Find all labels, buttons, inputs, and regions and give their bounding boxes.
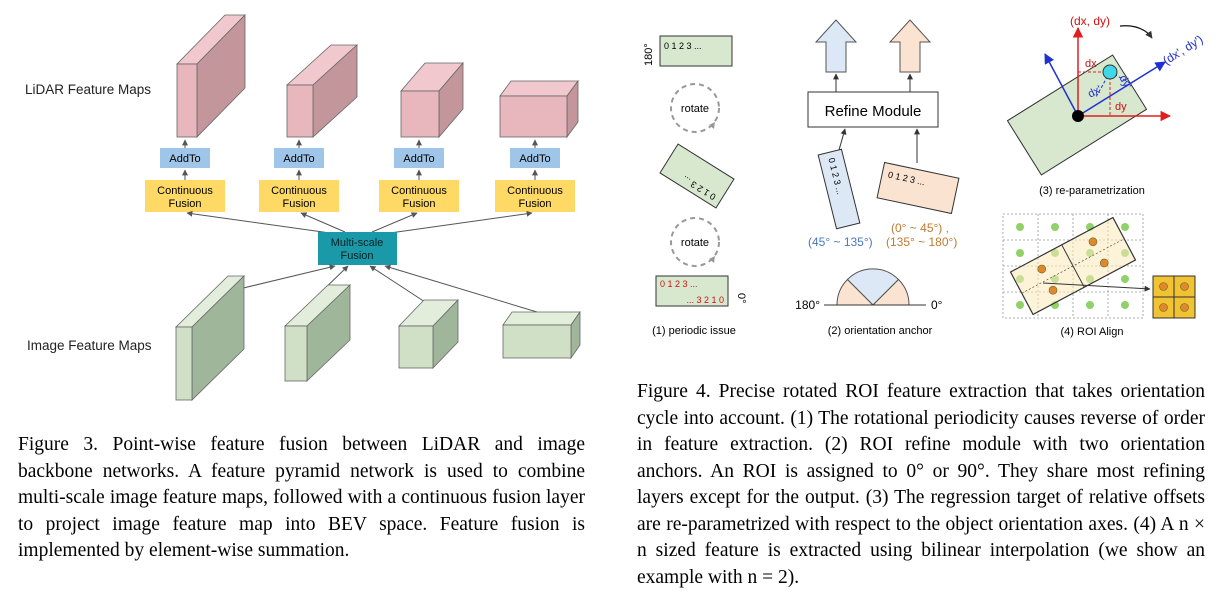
refine-module-box <box>807 91 939 128</box>
roi-blue <box>817 148 861 230</box>
rotate-circle-2 <box>670 217 720 267</box>
continuous-fusion-box <box>145 180 225 212</box>
svg-text:dx': dx' <box>1086 84 1104 101</box>
figure-3-diagram: LiDAR Feature Maps Image Feature Maps Ad… <box>25 14 581 401</box>
svg-text:rotate: rotate <box>681 103 709 115</box>
svg-text:Refine Module: Refine Module <box>825 103 922 120</box>
svg-text:AddTo: AddTo <box>283 153 314 165</box>
addto-box <box>394 148 444 168</box>
addto-box <box>510 148 560 168</box>
image-feature-maps-label: Image Feature Maps <box>27 338 152 353</box>
range-orange-label-1: (0° ~ 45°) , <box>891 221 949 235</box>
output-arrow-orange <box>888 19 932 73</box>
svg-text:0°: 0° <box>735 293 747 304</box>
range-blue-label: (45° ~ 135°) <box>808 235 873 249</box>
addto-column-2: AddTo Continuous Fusion <box>259 139 339 212</box>
svg-text:... 3 2 1 0: ... 3 2 1 0 <box>686 295 724 305</box>
svg-text:AddTo: AddTo <box>519 153 550 165</box>
image-feature-map-2 <box>284 284 351 382</box>
svg-text:dy': dy' <box>1116 73 1133 91</box>
roi-box-bottom <box>655 275 729 307</box>
svg-text:dy: dy <box>1115 101 1127 113</box>
addto-box <box>160 148 210 168</box>
lidar-feature-map-4 <box>499 79 579 139</box>
svg-text:(dx, dy): (dx, dy) <box>1070 14 1110 28</box>
svg-text:AddTo: AddTo <box>403 153 434 165</box>
svg-text:Fusion: Fusion <box>518 198 551 210</box>
image-feature-map-1 <box>175 275 245 401</box>
svg-text:Fusion: Fusion <box>282 198 315 210</box>
y-axis-blue <box>1044 53 1079 117</box>
roi-orange <box>876 161 960 215</box>
rotate-circle-1 <box>670 83 720 133</box>
panel-4-label: (4) ROI Align <box>1061 326 1124 338</box>
addto-column-1: AddTo Continuous Fusion <box>145 139 225 212</box>
addto-column-4: AddTo Continuous Fusion <box>495 139 575 212</box>
svg-text:Continuous: Continuous <box>157 185 213 197</box>
continuous-fusion-box <box>259 180 339 212</box>
svg-text:Continuous: Continuous <box>391 185 447 197</box>
svg-text:dx: dx <box>1085 58 1097 70</box>
panel-reparametrization: (dx, dy) dx dy dx' dy' (dx', dy') (3) re… <box>1006 14 1205 197</box>
svg-text:(dx', dy'): (dx', dy') <box>1160 32 1205 68</box>
range-orange-label-2: (135° ~ 180°) <box>886 235 957 249</box>
svg-text:Fusion: Fusion <box>168 198 201 210</box>
lidar-feature-map-2 <box>285 44 359 138</box>
lidar-feature-map-3 <box>400 61 464 139</box>
svg-text:AddTo: AddTo <box>169 153 200 165</box>
svg-text:0°: 0° <box>931 298 943 312</box>
svg-text:0 1 2 3 ...: 0 1 2 3 ... <box>664 41 702 51</box>
svg-text:0 1 2 3 ...: 0 1 2 3 ... <box>660 279 698 289</box>
svg-text:180°: 180° <box>643 43 655 66</box>
svg-text:rotate: rotate <box>681 237 709 249</box>
image-feature-map-4 <box>502 310 581 360</box>
roi-box-top <box>659 35 733 67</box>
lidar-feature-maps-label: LiDAR Feature Maps <box>25 82 151 97</box>
image-feature-map-3 <box>398 299 459 369</box>
panel-1-label: (1) periodic issue <box>652 325 736 337</box>
roi-box-rotated <box>659 143 735 209</box>
origin-point <box>1072 110 1084 122</box>
svg-text:Multi-scale: Multi-scale <box>331 237 384 249</box>
svg-text:Fusion: Fusion <box>402 198 435 210</box>
continuous-fusion-box <box>495 180 575 212</box>
target-point <box>1102 64 1118 80</box>
lidar-feature-map-1 <box>176 14 246 138</box>
panel-roi-align: (4) ROI Align <box>1002 213 1196 338</box>
multiscale-fusion-box: Multi-scale Fusion <box>318 232 397 265</box>
output-feature-2x2 <box>1152 275 1196 319</box>
panel-3-label: (3) re-parametrization <box>1039 185 1145 197</box>
output-arrow-blue <box>814 19 858 73</box>
figure-4-diagram: 180° 0 1 2 3 ... rotate 0 1 2 3 ... rota… <box>643 14 1205 338</box>
image-feature-arrows <box>209 264 538 313</box>
figure-4-caption: Figure 4. Precise rotated ROI feature ex… <box>637 381 1205 588</box>
addto-box <box>274 148 324 168</box>
panel-orientation-anchor: Refine Module 0 1 2 3 ... 0 1 2 3 ... (4… <box>795 19 960 337</box>
figure-3-caption: Figure 3. Point-wise feature fusion betw… <box>18 434 585 561</box>
svg-text:Continuous: Continuous <box>271 185 327 197</box>
continuous-fusion-box <box>379 180 459 212</box>
svg-text:Continuous: Continuous <box>507 185 563 197</box>
anchor-sector-middle <box>846 268 900 306</box>
svg-text:180°: 180° <box>795 298 820 312</box>
panel-periodic-issue: 180° 0 1 2 3 ... rotate 0 1 2 3 ... rota… <box>643 35 747 337</box>
multiscale-output-arrows <box>186 210 533 234</box>
svg-text:Fusion: Fusion <box>340 250 373 262</box>
x-axis-blue <box>1077 61 1166 117</box>
addto-column-3: AddTo Continuous Fusion <box>379 139 459 212</box>
panel-2-label: (2) orientation anchor <box>828 325 933 337</box>
